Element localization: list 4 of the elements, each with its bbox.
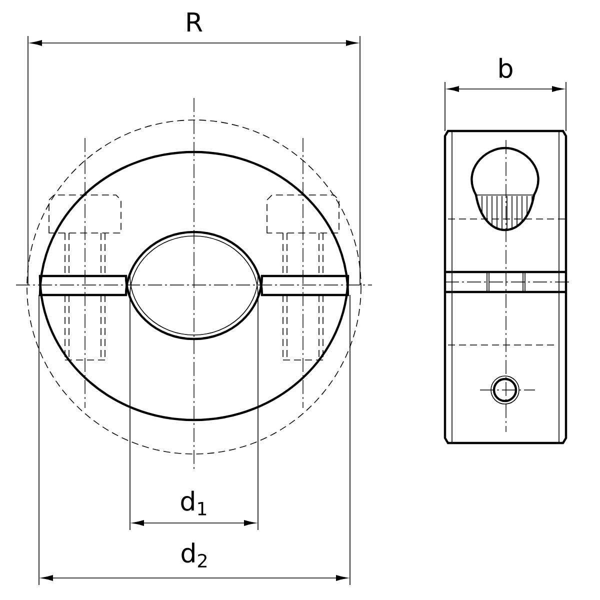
dimension-label: d$_{1}$ bbox=[181, 490, 206, 516]
dimension-label: R bbox=[188, 12, 202, 32]
dimension-label: b bbox=[500, 58, 512, 78]
dimension-label: d$_{2}$ bbox=[182, 542, 206, 568]
